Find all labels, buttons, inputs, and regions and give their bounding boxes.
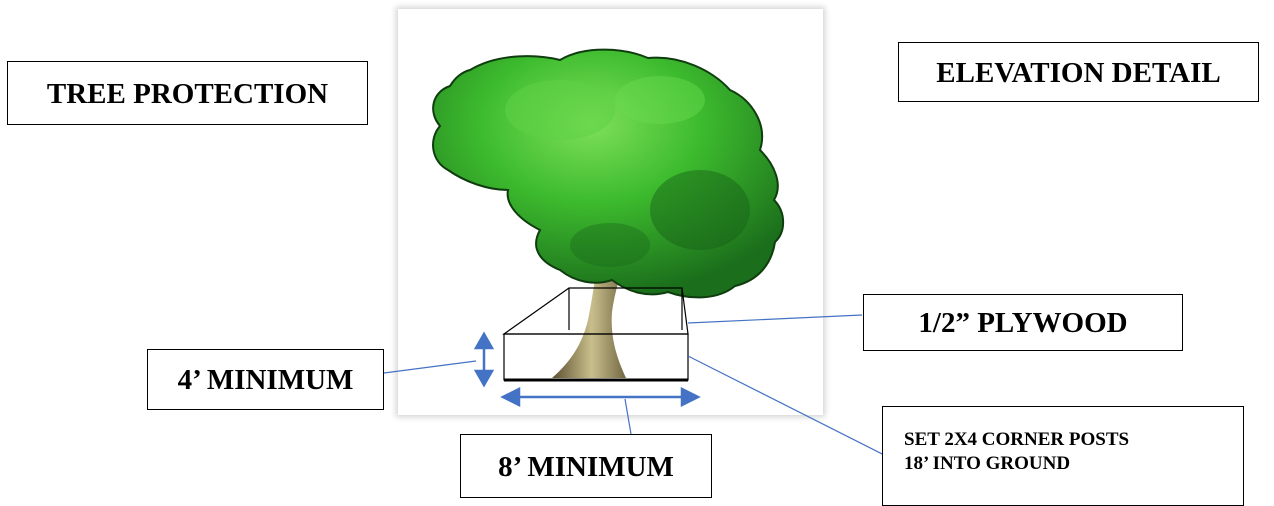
corner-posts-line-1: SET 2X4 CORNER POSTS [904,429,1130,450]
posts-leader-line [687,355,901,464]
plywood-callout: 1/2” PLYWOOD [863,294,1183,351]
width-dimension-arrow [500,386,701,408]
tree-canopy [432,48,785,299]
diagram-canvas [383,48,901,464]
height-minimum-callout: 4’ MINIMUM [147,349,384,410]
width-minimum-callout: 8’ MINIMUM [460,434,712,498]
title-elevation-detail: ELEVATION DETAIL [898,42,1259,102]
width-leader-line [624,398,632,435]
corner-posts-callout: SET 2X4 CORNER POSTS 18’ INTO GROUND [882,406,1244,506]
height-leader-line [383,360,477,374]
height-dimension-arrow [473,331,495,388]
title-tree-protection: TREE PROTECTION [7,61,368,125]
plywood-leader-line [687,314,863,324]
corner-posts-line-2: 18’ INTO GROUND [904,453,1071,474]
